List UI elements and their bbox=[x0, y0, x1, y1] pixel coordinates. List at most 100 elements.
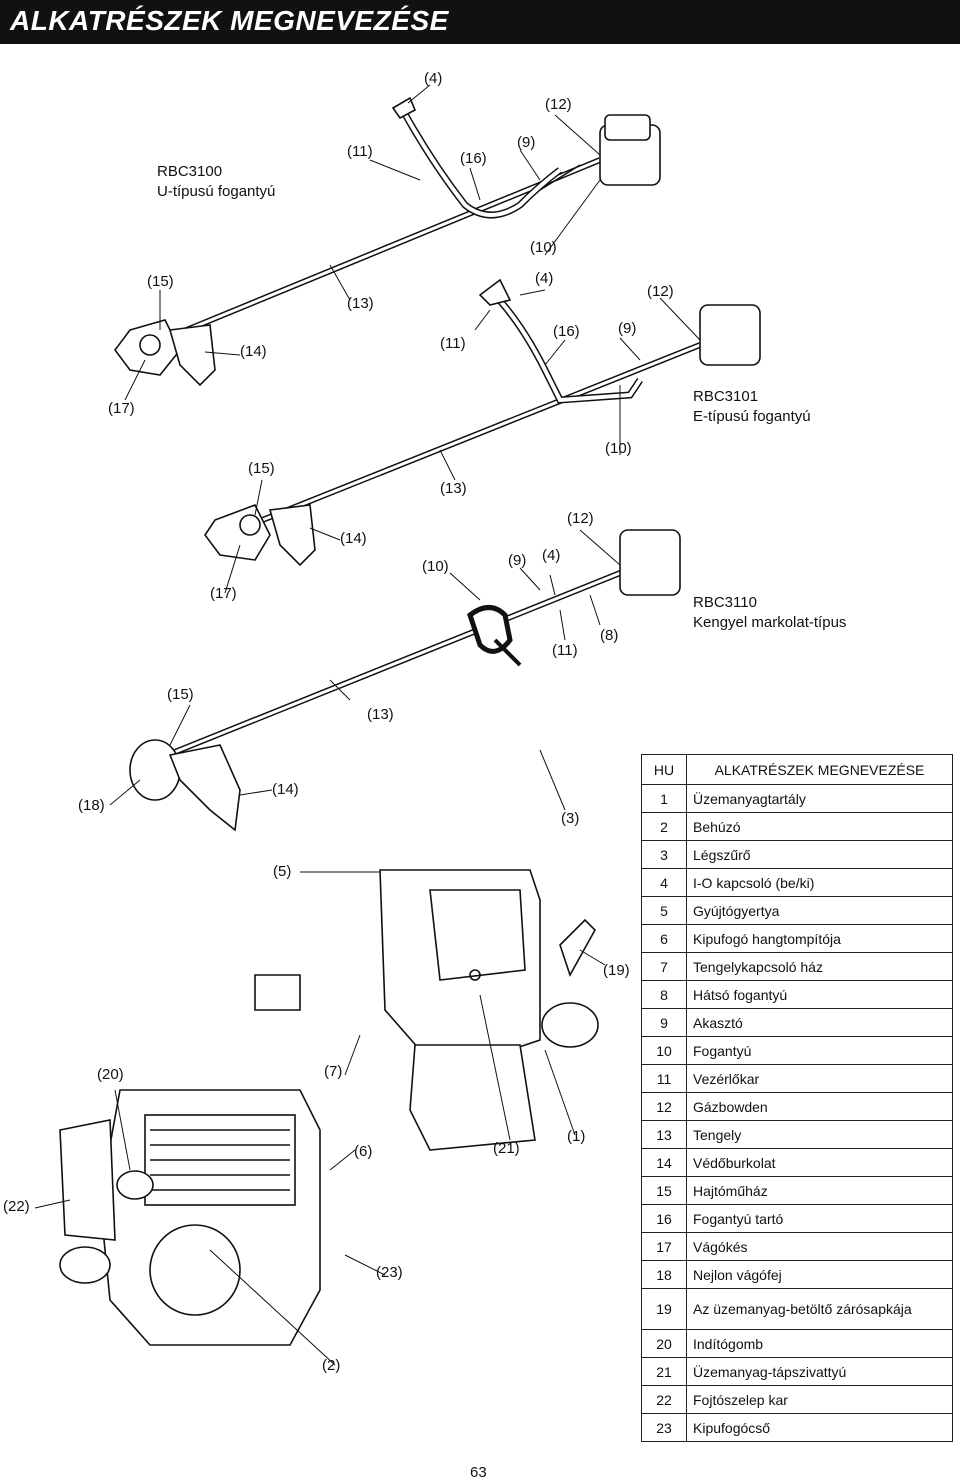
model-handle-type: E-típusú fogantyú bbox=[693, 408, 811, 425]
part-name: Nejlon vágófej bbox=[686, 1260, 953, 1289]
part-number: 4 bbox=[641, 868, 687, 897]
trimmer-e-handle-drawing bbox=[204, 278, 761, 567]
page-number: 63 bbox=[470, 1464, 487, 1481]
callout: (16) bbox=[460, 150, 487, 167]
part-name: Hajtóműház bbox=[686, 1176, 953, 1205]
part-number: 12 bbox=[641, 1092, 687, 1121]
leader-lines bbox=[34, 84, 701, 1366]
page-header: ALKATRÉSZEK MEGNEVEZÉSE bbox=[0, 0, 960, 44]
part-name: Gázbowden bbox=[686, 1092, 953, 1121]
callout: (15) bbox=[147, 273, 174, 290]
part-name: Tengely bbox=[686, 1120, 953, 1149]
callout: (1) bbox=[567, 1128, 586, 1145]
part-number: 11 bbox=[641, 1064, 687, 1093]
model-label-rbc3101: RBC3101 E-típusú fogantyú bbox=[693, 387, 811, 427]
trimmer-loop-handle-drawing bbox=[129, 529, 681, 832]
callout: (12) bbox=[567, 510, 594, 527]
part-number: 5 bbox=[641, 896, 687, 925]
part-number: 16 bbox=[641, 1204, 687, 1233]
callout: (9) bbox=[508, 552, 527, 569]
part-number: 22 bbox=[641, 1385, 687, 1414]
part-name: Az üzemanyag-betöltő zárósapkája bbox=[686, 1288, 953, 1330]
engine-front-view-drawing bbox=[59, 1089, 321, 1346]
callout: (13) bbox=[347, 295, 374, 312]
callout: (13) bbox=[440, 480, 467, 497]
part-number: 7 bbox=[641, 952, 687, 981]
callout: (16) bbox=[553, 323, 580, 340]
engine-side-view-drawing bbox=[254, 869, 599, 1151]
callout: (14) bbox=[272, 781, 299, 798]
part-name: Vezérlőkar bbox=[686, 1064, 953, 1093]
callout: (3) bbox=[561, 810, 580, 827]
callout: (15) bbox=[248, 460, 275, 477]
model-code: RBC3101 bbox=[693, 388, 759, 405]
part-name: Fogantyú bbox=[686, 1036, 953, 1065]
part-name: Tengelykapcsoló ház bbox=[686, 952, 953, 981]
part-name: Kipufogó hangtompítója bbox=[686, 924, 953, 953]
model-handle-type: U-típusú fogantyú bbox=[157, 183, 276, 200]
callout: (11) bbox=[440, 335, 466, 352]
callout: (7) bbox=[324, 1063, 343, 1080]
part-number: 9 bbox=[641, 1008, 687, 1037]
part-name: Üzemanyagtartály bbox=[686, 784, 953, 813]
part-name: Védőburkolat bbox=[686, 1148, 953, 1177]
part-number: 23 bbox=[641, 1413, 687, 1442]
model-label-rbc3110: RBC3110 Kengyel markolat-típus bbox=[693, 593, 846, 633]
callout: (2) bbox=[322, 1357, 341, 1374]
part-name: Gyújtógyertya bbox=[686, 896, 953, 925]
callout: (18) bbox=[78, 797, 105, 814]
part-name: Vágókés bbox=[686, 1232, 953, 1261]
part-number: 18 bbox=[641, 1260, 687, 1289]
model-handle-type: Kengyel markolat-típus bbox=[693, 614, 847, 631]
part-name: Fogantyú tartó bbox=[686, 1204, 953, 1233]
callout: (5) bbox=[273, 863, 292, 880]
part-name: Indítógomb bbox=[686, 1329, 953, 1358]
callout: (11) bbox=[552, 642, 578, 659]
trimmer-u-handle-drawing bbox=[114, 96, 661, 387]
callout: (4) bbox=[542, 547, 561, 564]
part-number: 3 bbox=[641, 840, 687, 869]
callout: (6) bbox=[354, 1143, 373, 1160]
callout: (4) bbox=[535, 270, 554, 287]
table-header-row: HU ALKATRÉSZEK MEGNEVEZÉSE bbox=[641, 754, 953, 785]
callout: (14) bbox=[240, 343, 267, 360]
part-name: Üzemanyag-tápszivattyú bbox=[686, 1357, 953, 1386]
part-number: 15 bbox=[641, 1176, 687, 1205]
table-header-title: ALKATRÉSZEK MEGNEVEZÉSE bbox=[686, 754, 953, 785]
part-number: 1 bbox=[641, 784, 687, 813]
callout: (10) bbox=[530, 239, 557, 256]
part-number: 2 bbox=[641, 812, 687, 841]
part-number: 6 bbox=[641, 924, 687, 953]
callout: (15) bbox=[167, 686, 194, 703]
model-label-rbc3100: RBC3100 U-típusú fogantyú bbox=[157, 162, 275, 202]
callout: (17) bbox=[210, 585, 237, 602]
part-number: 17 bbox=[641, 1232, 687, 1261]
callout: (21) bbox=[493, 1140, 520, 1157]
callout: (8) bbox=[600, 627, 619, 644]
part-number: 21 bbox=[641, 1357, 687, 1386]
callout: (13) bbox=[367, 706, 394, 723]
part-number: 10 bbox=[641, 1036, 687, 1065]
callout: (12) bbox=[647, 283, 674, 300]
callout: (17) bbox=[108, 400, 135, 417]
model-code: RBC3100 bbox=[157, 163, 223, 180]
